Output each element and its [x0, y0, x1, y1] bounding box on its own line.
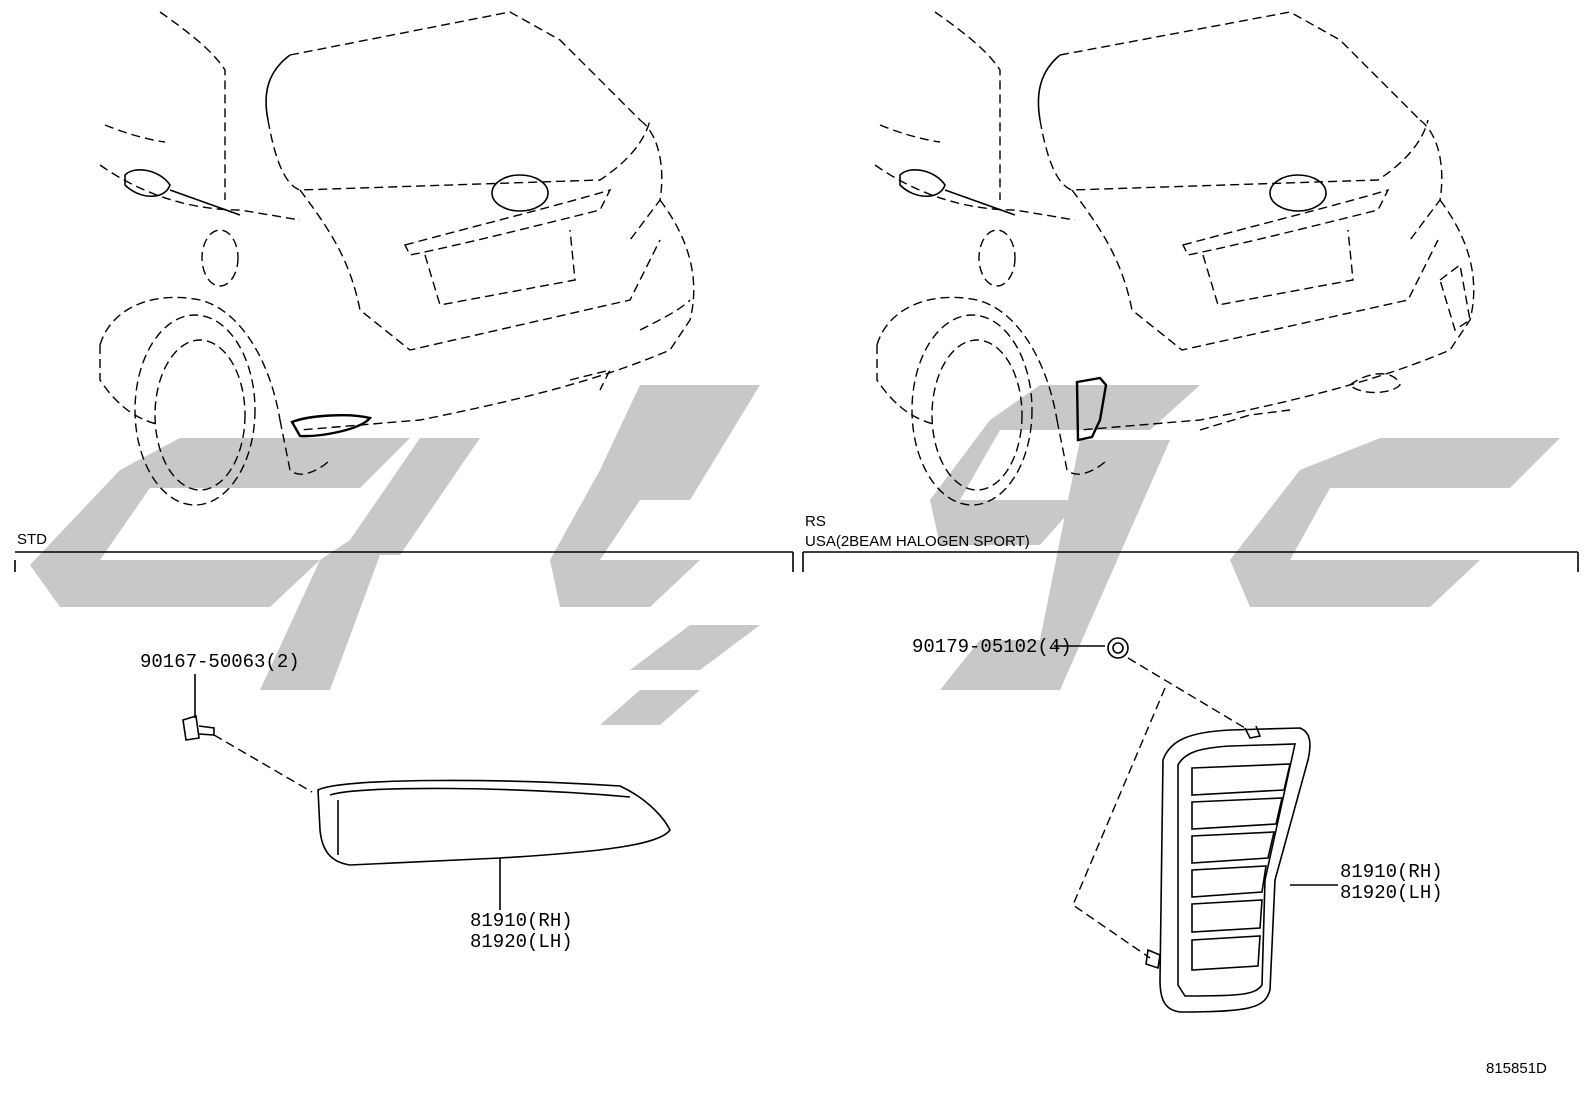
std-reflector-part: 81910(RH) 81920(LH): [317, 779, 671, 953]
std-clip-part: 90167-50063(2): [140, 651, 313, 793]
section-rs-label: RS: [805, 513, 826, 530]
std-reflector-rh-number: 81910(RH): [470, 910, 573, 932]
diagram-id: 815851D: [1486, 1060, 1547, 1077]
rs-reflector-lh-number: 81920(LH): [1340, 882, 1443, 904]
std-clip-part-number: 90167-50063(2): [140, 651, 300, 673]
rs-reflector-rh-number: 81910(RH): [1340, 861, 1443, 883]
rs-nut-part: 90179-05102(4): [912, 636, 1246, 959]
section-std-label: STD: [17, 531, 47, 548]
car-rs-illustration: [874, 11, 1475, 506]
rs-nut-part-number: 90179-05102(4): [912, 636, 1072, 658]
rs-reflector-part: 81910(RH) 81920(LH): [1145, 725, 1443, 1013]
section-rs-sublabel: USA(2BEAM HALOGEN SPORT): [805, 533, 1030, 550]
car-std-illustration: [99, 11, 695, 506]
section-rs: RS USA(2BEAM HALOGEN SPORT): [802, 513, 1579, 572]
watermark-logo: [30, 385, 1560, 725]
section-std: STD: [14, 531, 794, 572]
std-reflector-lh-number: 81920(LH): [470, 931, 573, 953]
